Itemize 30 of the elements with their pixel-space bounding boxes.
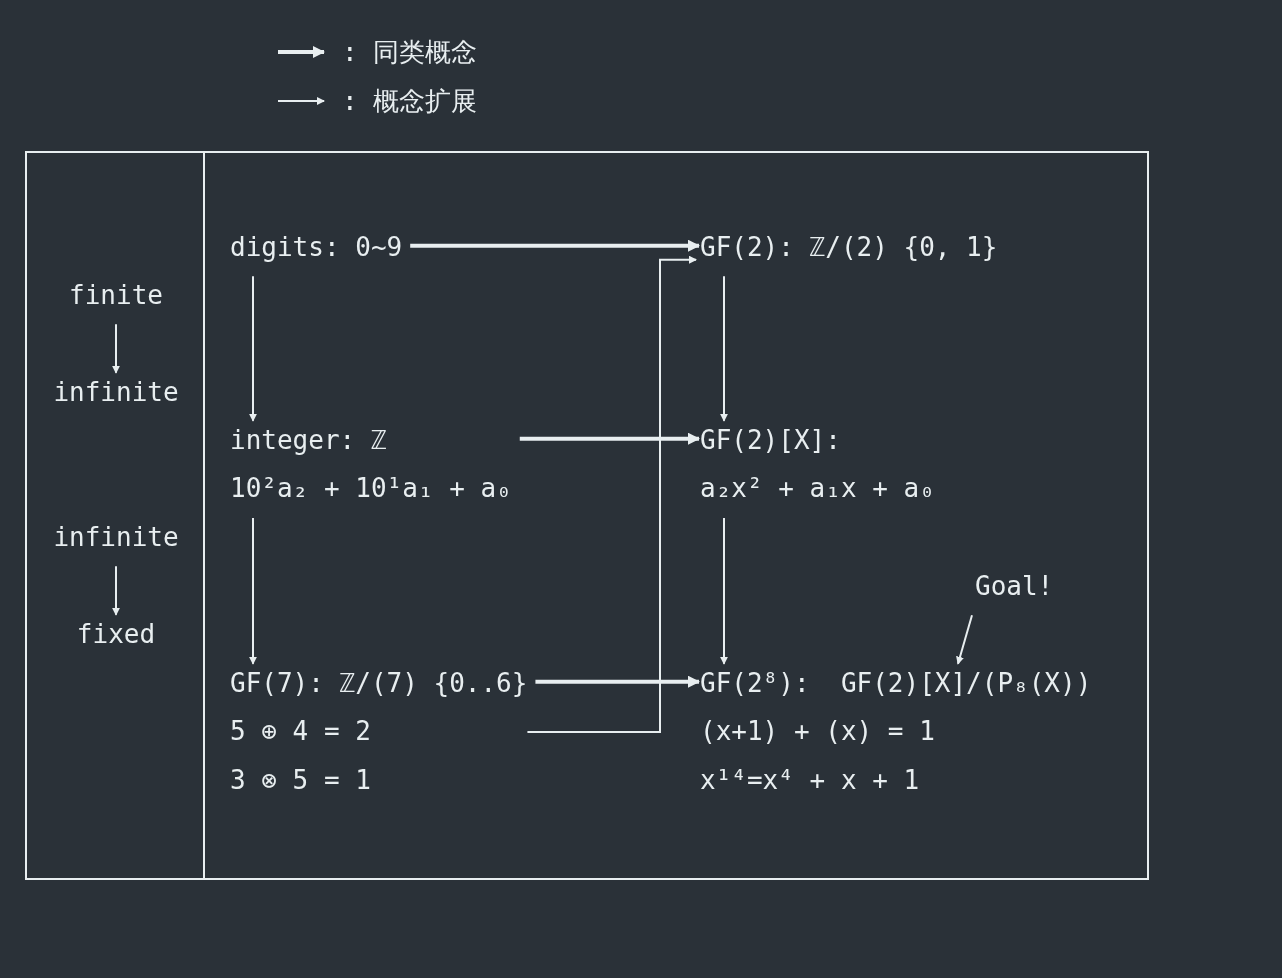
arrow (112, 323, 120, 374)
term-label: digits: 0~9 (230, 230, 403, 264)
term-label: a₂x² + a₁x + a₀ (700, 472, 935, 506)
term-label: GF(2)[X]: (700, 423, 842, 457)
legend-label: : 同类概念 (342, 36, 478, 69)
term-label: infinite (52, 375, 180, 409)
term-label: fixed (75, 617, 157, 651)
arrow (519, 432, 700, 445)
arrow (526, 255, 697, 733)
term-label: (x+1) + (x) = 1 (700, 715, 936, 749)
term-label: 10²a₂ + 10¹a₁ + a₀ (230, 472, 512, 506)
term-label: Goal! (975, 569, 1054, 603)
arrow (956, 614, 973, 665)
legend-label: : 概念扩展 (342, 85, 478, 118)
term-label: x¹⁴=x⁴ + x + 1 (700, 763, 921, 797)
term-label: GF(2⁸): GF(2)[X]/(P₈(X)) (700, 666, 1092, 700)
term-label: 3 ⊗ 5 = 1 (230, 763, 372, 797)
term-label: infinite (52, 520, 180, 554)
arrow (112, 565, 120, 616)
arrow (249, 275, 257, 422)
term-label: GF(7): ℤ/(7) {0..6} (230, 666, 528, 700)
arrow (535, 675, 700, 688)
term-label: integer: ℤ (230, 423, 388, 457)
arrow (720, 275, 728, 422)
arrow (410, 239, 700, 252)
term-label: finite (68, 278, 164, 312)
arrow (249, 516, 257, 665)
term-label: GF(2): ℤ/(2) {0, 1} (700, 230, 998, 264)
arrow (720, 516, 728, 665)
term-label: 5 ⊕ 4 = 2 (230, 715, 372, 749)
